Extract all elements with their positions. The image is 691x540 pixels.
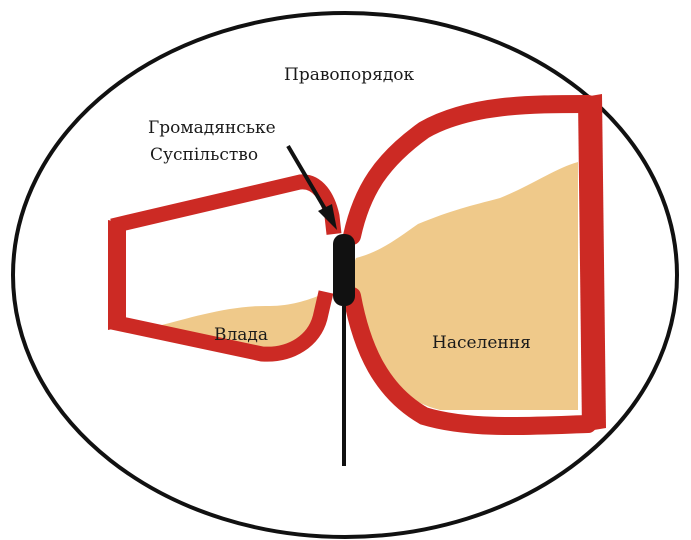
population-label: Населення <box>432 333 531 353</box>
civil-society-label-line1: Громадянське <box>148 118 276 138</box>
civil-society-stopper <box>333 234 355 306</box>
rule-of-law-label: Правопорядок <box>284 65 415 85</box>
authority-label: Влада <box>214 325 268 345</box>
civil-society-label-line2: Суспільство <box>150 145 258 165</box>
